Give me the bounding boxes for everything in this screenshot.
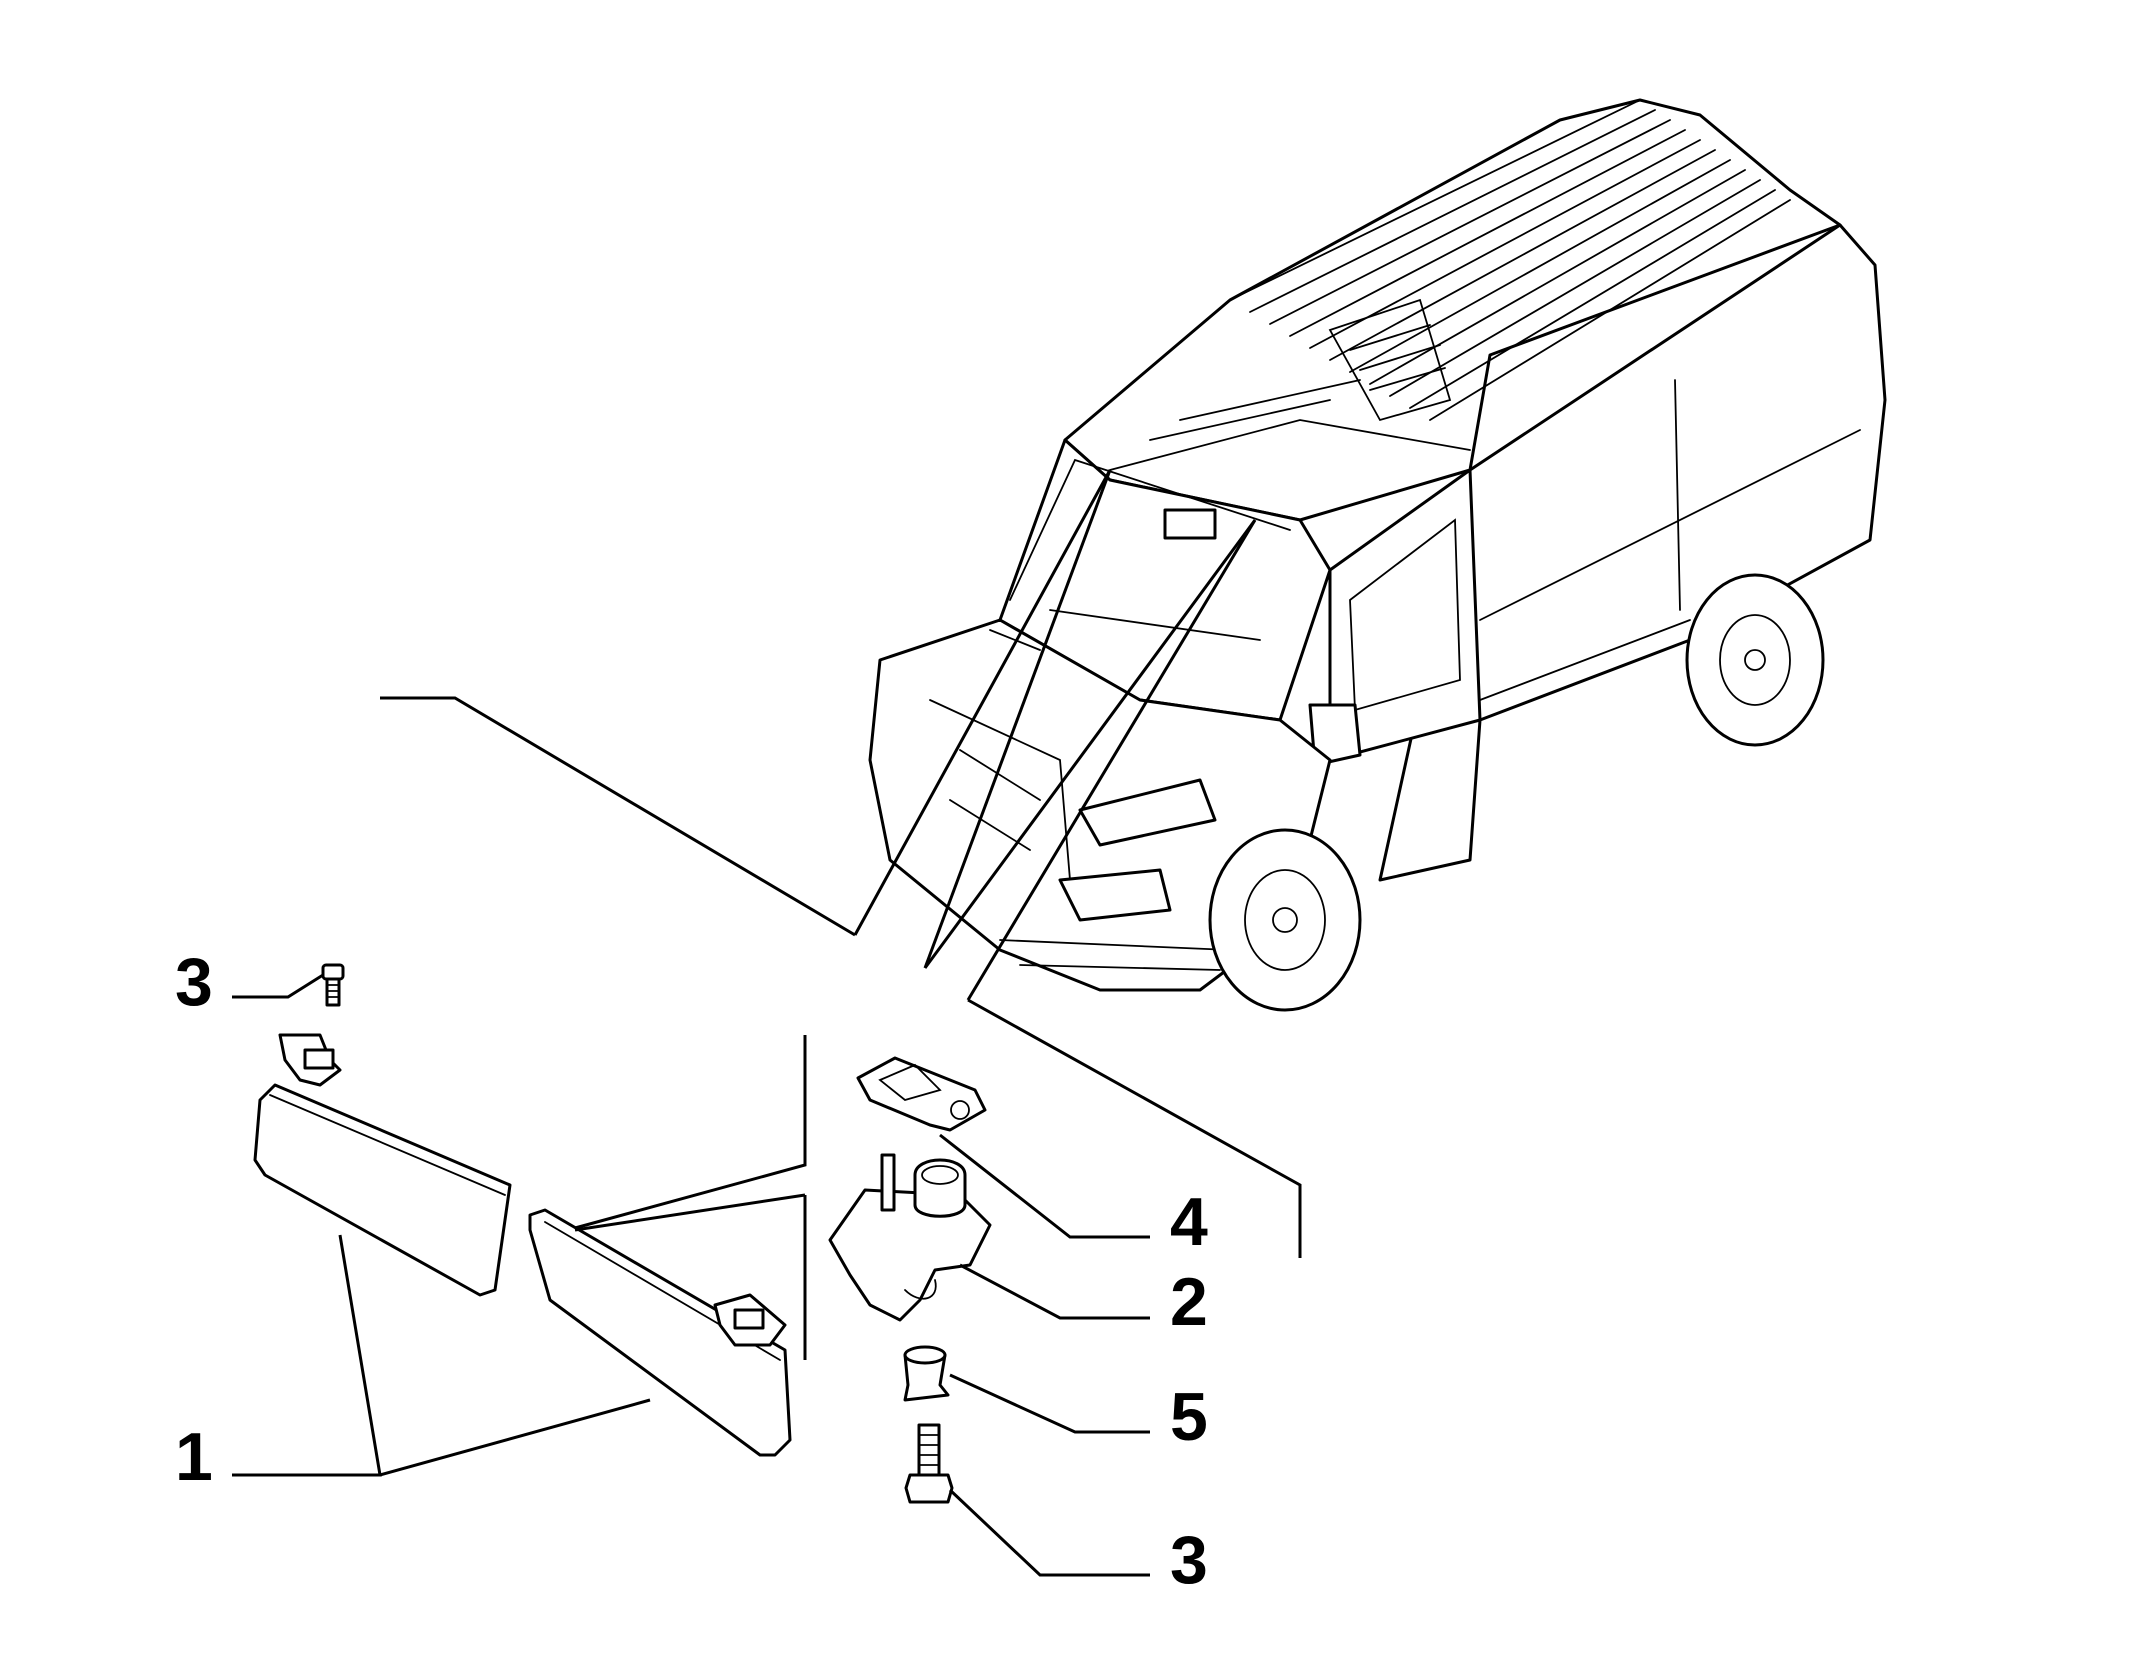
nut-insert-part: [903, 1345, 950, 1402]
callout-3-screw-top: 3: [175, 944, 213, 1020]
callout-2-clip-hook: 2: [1170, 1264, 1208, 1340]
callout-5-nut-insert: 5: [1170, 1379, 1208, 1455]
callout-3-bolt-bottom: 3: [1170, 1522, 1208, 1598]
sun-visor-right: [528, 1208, 792, 1457]
leader-lines: [232, 469, 1302, 1577]
callout-4-spring-clip: 4: [1170, 1184, 1208, 1260]
callout-1-visor: 1: [175, 1419, 213, 1495]
bolt-bottom-part: [904, 1423, 954, 1504]
van-illustration: [868, 98, 1887, 1012]
sun-visor-left: [253, 1033, 512, 1297]
clip-hook-part: [828, 1153, 992, 1322]
spring-clip-part: [856, 1056, 987, 1132]
screw-top-part: [321, 963, 345, 1007]
